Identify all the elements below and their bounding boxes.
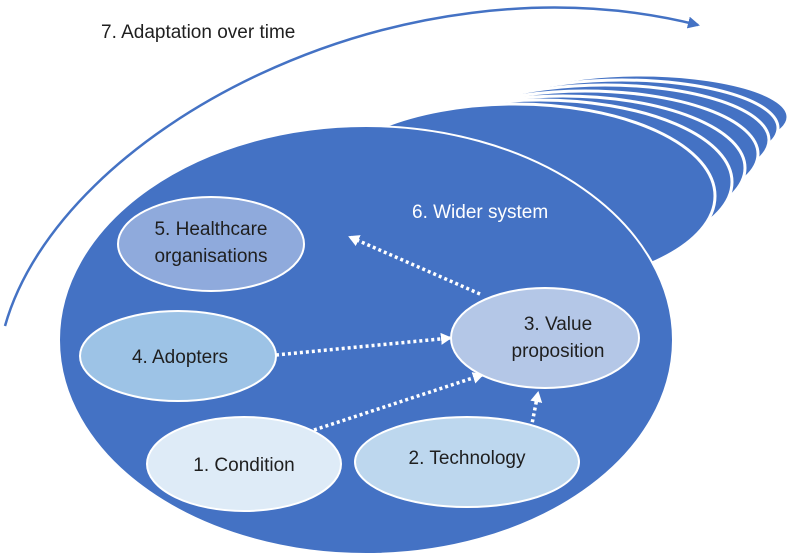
node-value-label-line1: 3. Value [524, 314, 592, 335]
node-healthcare: 5. Healthcare organisations [117, 196, 305, 292]
node-value-shape [450, 287, 640, 389]
node-adopters: 4. Adopters [79, 310, 277, 402]
node-adopters-label: 4. Adopters [132, 347, 228, 368]
node-healthcare-label-line2: organisations [154, 246, 267, 267]
node-technology-shape [354, 416, 580, 508]
node-condition: 1. Condition [146, 416, 342, 512]
node-condition-shape [146, 416, 342, 512]
node-value: 3. Value proposition [450, 287, 640, 389]
node-healthcare-shape [117, 196, 305, 292]
node-value-label-line2: proposition [512, 341, 605, 362]
node-technology-label: 2. Technology [409, 448, 526, 469]
wider-system-label: 6. Wider system [412, 202, 548, 223]
adaptation-arrow [3, 6, 700, 327]
node-technology: 2. Technology [354, 416, 580, 508]
adaptation-label: 7. Adaptation over time [101, 22, 295, 43]
node-condition-label: 1. Condition [193, 455, 294, 476]
node-adopters-shape [79, 310, 277, 402]
arrow-adopters-to-value [275, 332, 452, 357]
node-healthcare-label-line1: 5. Healthcare [154, 219, 267, 240]
